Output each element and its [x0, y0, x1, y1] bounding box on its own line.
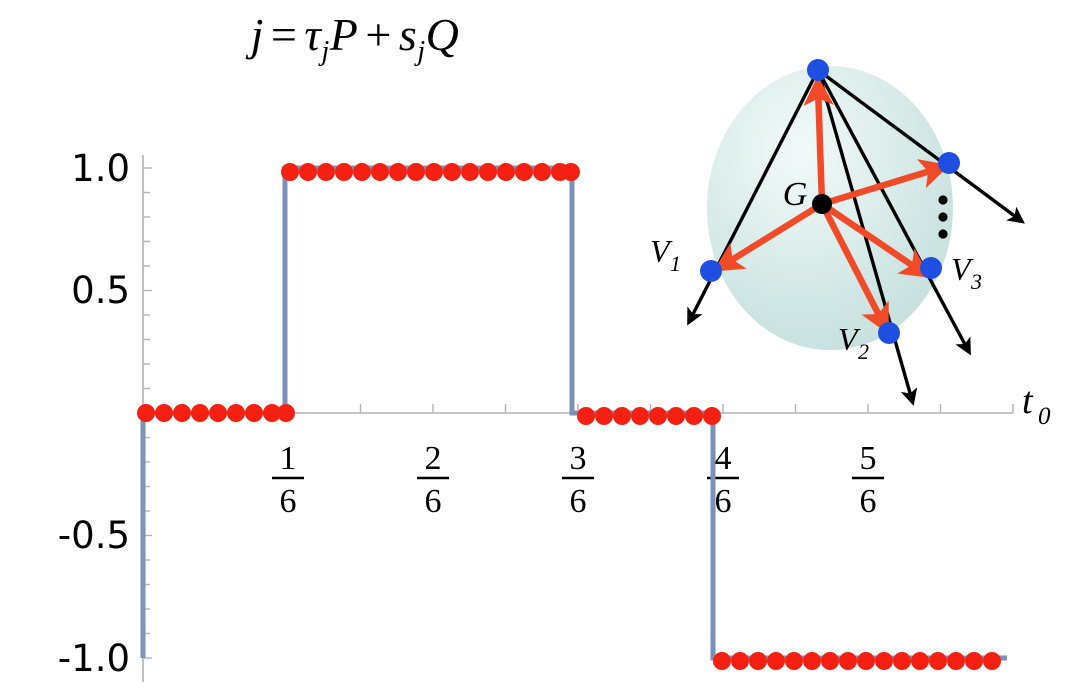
- x-tick-5-denominator: 6: [860, 483, 877, 520]
- title-plus: +: [365, 9, 392, 60]
- title-term2-coef: s: [398, 9, 418, 60]
- y-tick-label-3: -0.5: [58, 514, 130, 557]
- vertex-label-v1: V 1: [650, 233, 681, 276]
- red-vector-to-top-vertex: [803, 75, 834, 205]
- red-vector-to-v4: [821, 159, 950, 208]
- x-tick-4-numerator: 4: [715, 440, 732, 477]
- black-ray-to-v4: [816, 68, 1025, 224]
- x-tick-1-numerator: 1: [280, 440, 297, 477]
- x-tick-label-1: 1 6: [272, 440, 304, 520]
- marker-group-segment-2: [281, 163, 580, 181]
- red-vector-to-v2: [819, 202, 889, 335]
- x-tick-3-denominator: 6: [570, 483, 587, 520]
- vertex-dot-v3: [920, 257, 942, 279]
- center-point-dot: [812, 194, 832, 214]
- vertex-label-v2-sub: 2: [858, 339, 869, 364]
- x-axis-title-subscript: 0: [1038, 403, 1051, 430]
- red-vector-arrows: [713, 75, 950, 335]
- vertex-label-v2: V 2: [838, 321, 869, 364]
- x-tick-label-5: 5 6: [852, 440, 884, 520]
- title-term1-var: P: [329, 9, 359, 60]
- x-tick-label-3: 3 6: [562, 440, 594, 520]
- x-tick-labels: 1 6 2 6 3 6 4 6: [272, 440, 884, 520]
- title-equals: =: [270, 9, 298, 60]
- y-tick-labels: 1.0 0.5 -0.5 -1.0: [58, 147, 130, 680]
- marker-group-segment-3: [577, 407, 721, 425]
- y-tick-label-4: -1.0: [58, 637, 130, 680]
- center-label-g: G: [783, 176, 808, 213]
- vertex-label-v1-sub: 1: [670, 251, 681, 276]
- marker-group-segment-4: [713, 652, 1001, 670]
- vertex-label-v3-sub: 3: [970, 269, 982, 294]
- title-term1-sub: j: [321, 36, 330, 68]
- title-term2-sub: j: [417, 36, 426, 68]
- x-axis-title: t 0: [1022, 380, 1051, 430]
- vertex-label-v2-base: V: [838, 321, 861, 357]
- vertex-dot-v4: [938, 152, 960, 174]
- x-tick-5-numerator: 5: [860, 440, 877, 477]
- x-tick-3-numerator: 3: [570, 440, 587, 477]
- x-tick-label-2: 2 6: [417, 440, 449, 520]
- vertex-label-v3-base: V: [951, 251, 974, 287]
- x-tick-1-denominator: 6: [280, 483, 297, 520]
- y-tick-label-1: 1.0: [71, 147, 130, 190]
- title-term2-var: Q: [425, 9, 460, 60]
- ellipsis-dots: [938, 195, 948, 239]
- x-axis-title-base: t: [1022, 380, 1034, 422]
- y-tick-label-2: 0.5: [71, 269, 130, 312]
- marker-group-segment-1: [137, 404, 295, 422]
- red-vector-to-v3: [820, 201, 931, 278]
- vertex-dot-top: [807, 59, 829, 81]
- vertex-label-v1-base: V: [650, 233, 673, 269]
- blue-vertex-dots: [700, 59, 960, 344]
- vertex-dot-v1: [700, 260, 722, 282]
- x-tick-2-numerator: 2: [425, 440, 442, 477]
- title-lhs: j: [250, 9, 264, 60]
- vertex-dot-v2: [878, 322, 900, 344]
- black-ray-to-v3: [816, 69, 971, 356]
- x-tick-2-denominator: 6: [425, 483, 442, 520]
- title-term1-coef: τ: [304, 9, 322, 60]
- x-tick-4-denominator: 6: [715, 483, 732, 520]
- plot-title-formula: j=τjP+sjQ: [120, 8, 590, 68]
- data-point-markers: [137, 163, 1001, 670]
- inset-sphere-diagram: G V 1 V 2 V 3: [650, 59, 1025, 406]
- vertex-label-v3: V 3: [951, 251, 982, 294]
- red-vector-to-v1: [713, 201, 824, 272]
